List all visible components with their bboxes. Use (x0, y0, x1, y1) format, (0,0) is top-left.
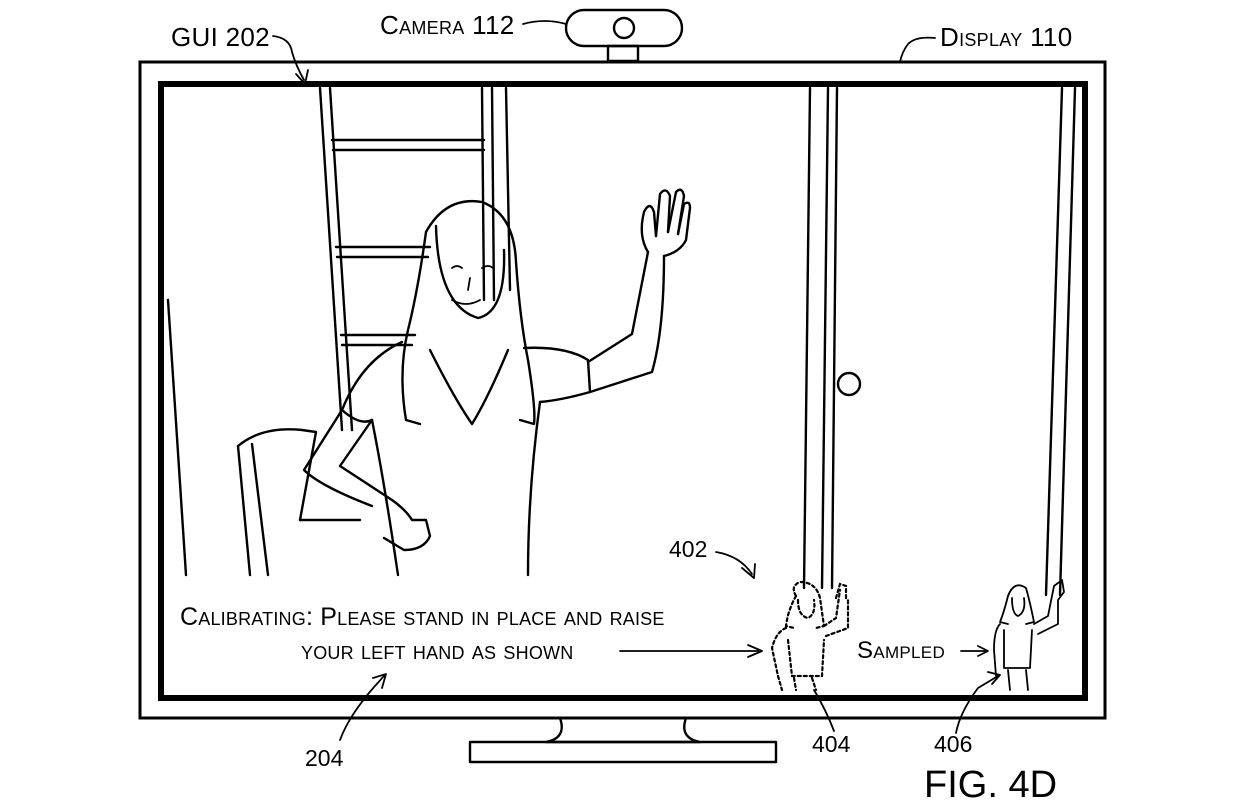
ref-406-label: 406 (934, 731, 973, 757)
gui-screen (158, 81, 1088, 701)
sampled-label: Sampled (857, 637, 946, 664)
gui-label: GUI 202 (171, 22, 270, 52)
calibration-instruction-line1: Calibrating: Please stand in place and r… (180, 603, 665, 631)
camera-label: Camera 112 (380, 10, 515, 40)
sampled-silhouette-406 (993, 579, 1065, 691)
calibration-instruction-line2: your left hand as shown (301, 637, 574, 665)
camera-icon (564, 8, 684, 63)
ref-402-label: 402 (669, 536, 708, 562)
ref-404-label: 404 (812, 731, 851, 757)
bookshelf (318, 86, 512, 432)
pose-silhouette-404 (770, 580, 850, 692)
leader-lines (272, 20, 1001, 741)
display-stand (468, 716, 778, 764)
user-figure (302, 188, 692, 577)
ref-204-label: 204 (305, 745, 344, 771)
door (166, 86, 1077, 597)
figure-label: FIG. 4D (924, 764, 1058, 806)
display-label: Display 110 (940, 22, 1073, 52)
chair (236, 428, 362, 577)
display-frame (138, 60, 1107, 720)
